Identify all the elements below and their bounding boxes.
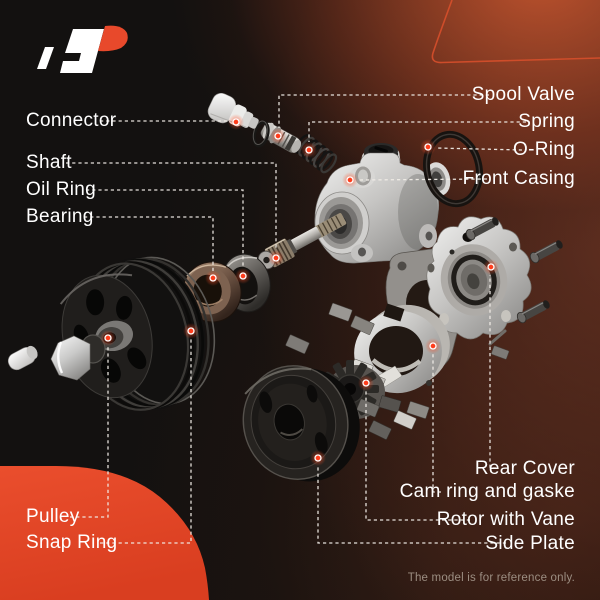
part-marker-side-plate: [310, 450, 326, 466]
part-marker-shaft: [268, 250, 284, 266]
pulley-nut-part: [50, 334, 106, 381]
a-p-monogram-icon: [37, 25, 128, 73]
callout-label-o-ring: O-Ring: [513, 139, 575, 160]
corner-accent-shape: [0, 466, 209, 600]
cover-bolts-part: [465, 217, 563, 346]
side-plate-part: [242, 365, 360, 482]
o-ring-part: [423, 130, 483, 208]
callout-line-rear-cover: [489, 275, 496, 469]
callout-label-oil-ring: Oil Ring: [26, 179, 96, 200]
callout-line-front-casing: [357, 178, 488, 181]
part-marker-o-ring: [420, 139, 436, 155]
callout-line-side-plate: [317, 466, 506, 544]
vane-plates-lower-part: [356, 345, 510, 440]
part-marker-oil-ring: [235, 268, 251, 284]
part-marker-bearing: [205, 270, 221, 286]
callout-label-rear-cover: Rear Cover: [474, 458, 575, 479]
part-marker-spring: [301, 142, 317, 158]
part-marker-pulley: [100, 330, 116, 346]
reference-footnote: The model is for reference only.: [407, 572, 575, 584]
callout-label-shaft: Shaft: [26, 152, 72, 173]
corner-accent-line: [431, 0, 600, 64]
callout-line-spool-valve: [278, 94, 489, 128]
part-markers: [100, 114, 499, 466]
callout-label-spring: Spring: [518, 111, 575, 132]
callout-label-side-plate: Side Plate: [485, 533, 575, 554]
callout-label-spool-valve: Spool Valve: [471, 84, 575, 105]
part-marker-cam-ring: [425, 338, 441, 354]
callout-line-cam-ring-gasket: [432, 354, 441, 493]
part-marker-connector: [228, 114, 244, 130]
part-marker-rear-cover: [483, 259, 499, 275]
callout-label-rotor: Rotor with Vane: [436, 509, 575, 530]
callout-label-connector: Connector: [26, 110, 117, 131]
callout-line-spring: [308, 121, 526, 142]
part-marker-front-casing: [342, 172, 358, 188]
part-marker-snap-ring: [183, 323, 199, 339]
callout-label-snap-ring: Snap Ring: [26, 532, 118, 553]
callout-line-o-ring: [435, 147, 523, 151]
callout-label-pulley: Pulley: [26, 506, 80, 527]
valve-seal-ring-part: [252, 120, 270, 148]
callout-line-shaft: [66, 162, 277, 250]
callout-label-cam-ring-gasket: Cam ring and gaske: [399, 481, 575, 502]
part-marker-rotor: [358, 375, 374, 391]
callout-label-bearing: Bearing: [26, 206, 94, 227]
part-marker-spool-valve: [270, 128, 286, 144]
brand-logo: [37, 25, 128, 73]
callout-line-oil-ring: [86, 189, 244, 268]
callout-line-pulley: [70, 346, 109, 518]
mount-clip-part: [7, 345, 38, 371]
callout-label-front-casing: Front Casing: [462, 168, 575, 189]
